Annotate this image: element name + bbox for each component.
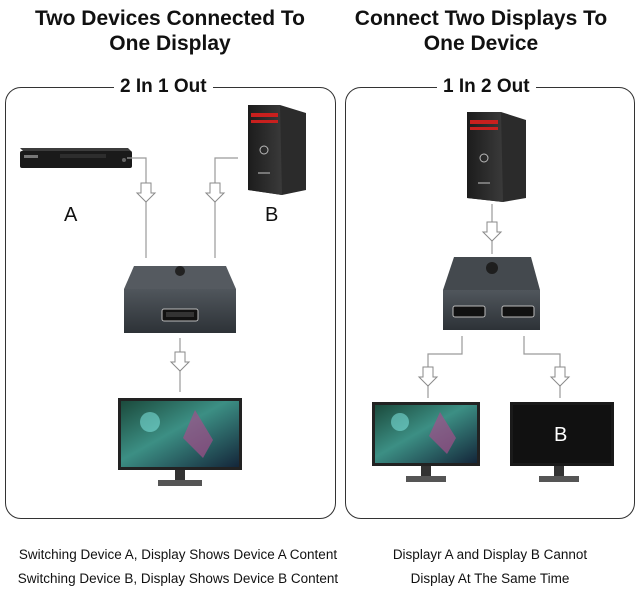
right-caption-line1: Displayr A and Display B Cannot <box>345 543 635 567</box>
monitor-icon-display-a <box>372 402 480 482</box>
pc-tower-icon-left <box>248 105 306 195</box>
arrow-down-icon <box>171 352 189 371</box>
device-b-label: B <box>265 204 278 227</box>
hdmi-switch-icon-left <box>124 266 236 333</box>
pc-tower-icon-right <box>467 112 526 202</box>
left-caption: Switching Device A, Display Shows Device… <box>0 543 356 591</box>
left-caption-line2: Switching Device B, Display Shows Device… <box>0 567 356 591</box>
monitor-icon-left <box>118 398 242 486</box>
hdmi-switch-icon-right <box>443 257 540 330</box>
device-a-label: A <box>64 204 77 227</box>
arrow-down-icon <box>137 183 155 202</box>
display-b-label: B <box>554 424 567 447</box>
arrow-down-icon <box>551 367 569 386</box>
left-caption-line1: Switching Device A, Display Shows Device… <box>0 543 356 567</box>
arrow-down-icon <box>483 222 501 241</box>
arrow-down-icon <box>419 367 437 386</box>
right-caption: Displayr A and Display B Cannot Display … <box>345 543 635 591</box>
arrow-down-icon <box>206 183 224 202</box>
right-caption-line2: Display At The Same Time <box>345 567 635 591</box>
dvd-player-icon <box>20 148 132 168</box>
